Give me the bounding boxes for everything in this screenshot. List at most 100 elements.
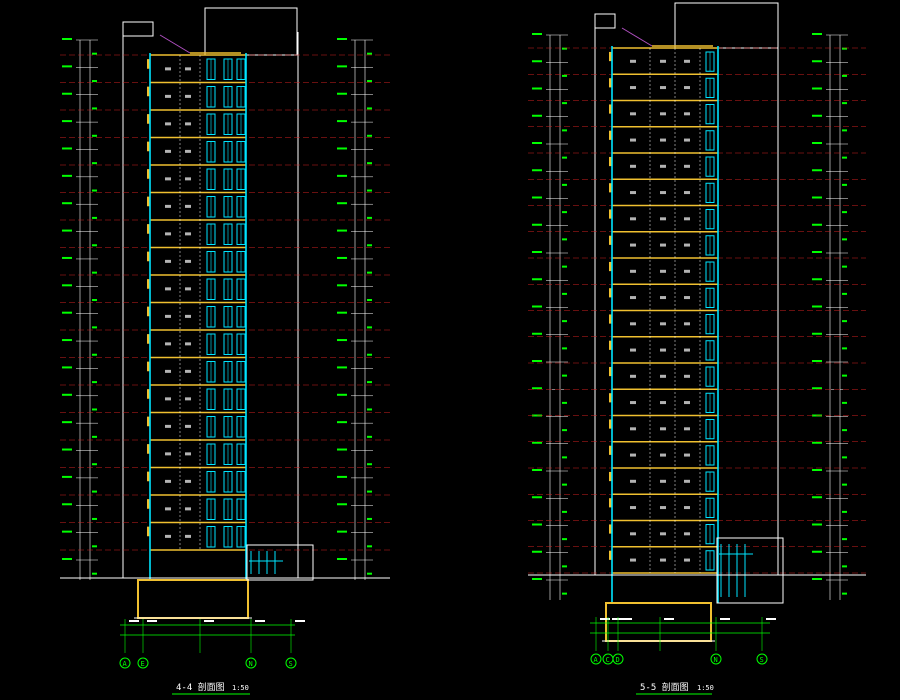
balcony-rail (609, 209, 612, 219)
room-label (185, 122, 191, 126)
room-label (630, 112, 636, 116)
dimension-label (92, 353, 97, 356)
elevation-label (62, 256, 72, 259)
elevation-label (62, 393, 72, 396)
dimension-label (562, 429, 567, 432)
room-label (684, 164, 690, 168)
balcony-rail (147, 499, 150, 509)
room-label (630, 427, 636, 431)
section-4-4-title: 4-4 剖面图 (176, 681, 225, 693)
balcony-rail (147, 306, 150, 317)
roof-parapet (594, 13, 616, 29)
dimension-label (562, 510, 567, 513)
dimension-label (367, 52, 372, 55)
room-label (660, 506, 666, 510)
room-label (185, 177, 191, 181)
elevation-label (62, 421, 72, 424)
room-label (165, 424, 171, 428)
balcony-rail (609, 340, 612, 350)
room-label (630, 164, 636, 168)
room-label (185, 149, 191, 153)
dimension-label (367, 326, 372, 329)
axis-bubbles-right: A C D N S (590, 653, 768, 665)
elevation-label (812, 523, 822, 526)
elevation-label (337, 147, 347, 150)
balcony-rail (147, 59, 150, 69)
elevation-label (62, 38, 72, 40)
elevation-label (62, 366, 72, 369)
elevation-label (62, 174, 72, 177)
elevation-label (812, 278, 822, 281)
room-label (165, 534, 171, 538)
dimension-label (92, 299, 97, 301)
room-label (165, 342, 171, 346)
section-5-5-title: 5-5 剖面图 (640, 681, 689, 693)
axis-label: A (123, 660, 128, 668)
balcony-rail (609, 393, 612, 403)
room-label (165, 507, 171, 511)
balcony-rail (609, 288, 612, 298)
balcony-rail (147, 279, 150, 289)
elevation-label (532, 278, 542, 281)
elevation-label (812, 360, 822, 362)
elevation-label (532, 60, 542, 63)
elevation-label (337, 558, 347, 560)
dimension-label (842, 211, 847, 214)
elevation-label (812, 33, 822, 35)
room-label (630, 532, 636, 536)
dimension-label (842, 320, 847, 323)
room-label (684, 506, 690, 510)
room-label (165, 232, 171, 236)
balcony-rail (609, 419, 612, 429)
roof-penthouse (674, 2, 779, 49)
balcony-rail (147, 526, 150, 537)
room-label (185, 507, 191, 511)
dimension-label (842, 538, 847, 541)
balcony-rail (609, 104, 612, 114)
dimension-label (367, 435, 372, 438)
room-label (630, 296, 636, 300)
elevation-label (337, 229, 347, 232)
room-label (684, 322, 690, 326)
axis-label: A (594, 656, 599, 664)
dimension-label (92, 381, 97, 384)
room-label (185, 259, 191, 263)
dimension-label (842, 265, 847, 268)
elevation-label (62, 65, 72, 68)
dimension-label (562, 320, 567, 323)
elevation-label (337, 120, 347, 123)
room-label (165, 149, 171, 153)
balcony-rail (609, 524, 612, 534)
dimension-label (367, 80, 372, 83)
room-label (660, 479, 666, 483)
dimension-label (367, 381, 372, 384)
dimension-label (92, 189, 97, 192)
room-label (630, 191, 636, 195)
elevation-label (62, 558, 72, 560)
balcony-rail (147, 86, 150, 97)
dimension-label (842, 74, 847, 77)
dimension-label (842, 510, 847, 513)
balcony-rail (609, 471, 612, 482)
dimension-label (600, 618, 610, 620)
dimension-label (367, 463, 372, 466)
elevation-label (337, 256, 347, 259)
balcony-rail (147, 224, 150, 234)
room-label (684, 427, 690, 431)
room-label (684, 86, 690, 90)
balcony-rail (147, 196, 150, 207)
dimension-label (842, 483, 847, 486)
room-label (660, 217, 666, 221)
dimension-label (147, 620, 157, 622)
dimension-label (92, 162, 97, 165)
dimension-label (612, 618, 622, 620)
room-label (185, 314, 191, 318)
room-label (630, 453, 636, 457)
dimension-label (622, 618, 632, 620)
balcony-rail (147, 471, 150, 482)
axis-label: N (714, 656, 718, 664)
balcony-rail (609, 261, 612, 272)
dimension-label (92, 463, 97, 466)
elevation-label (812, 305, 822, 308)
axis-bubbles-left: A E N S (119, 657, 297, 669)
